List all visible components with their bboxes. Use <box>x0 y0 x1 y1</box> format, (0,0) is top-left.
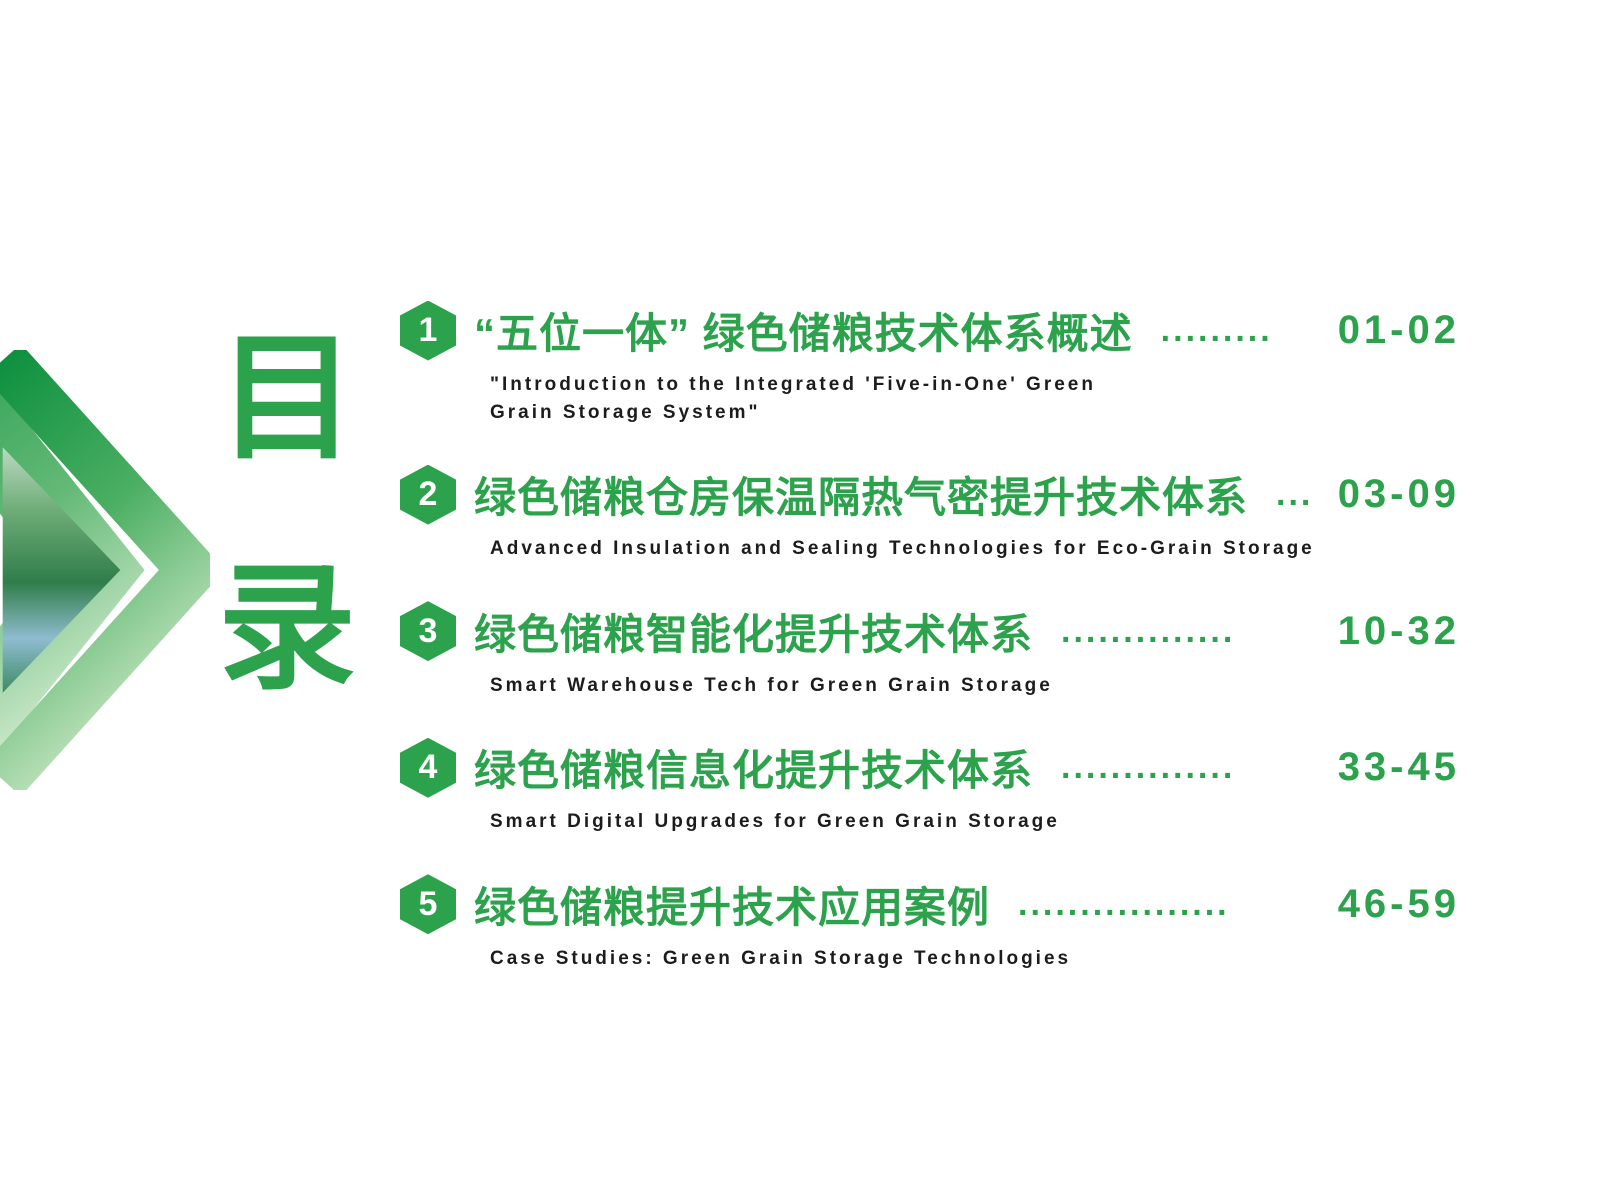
entry-leader-dots: ................. <box>1018 884 1230 923</box>
entry-title: 绿色储粮提升技术应用案例 <box>474 883 991 931</box>
entry-number: 1 <box>418 311 438 349</box>
entry-number-badge: 3 <box>400 601 456 662</box>
entry-number: 2 <box>418 475 438 514</box>
photo-thumbnail <box>2 447 121 693</box>
toc-entry-2[interactable]: 2 绿色储粮仓房保温隔热气密提升技术体系 ... 03-09 Advanced … <box>400 464 1460 563</box>
toc-title-char-1: 目 <box>218 322 357 476</box>
entry-leader-dots: ... <box>1276 475 1314 514</box>
entry-number-badge: 5 <box>400 874 456 935</box>
entry-title: 绿色储粮智能化提升技术体系 <box>474 610 1034 658</box>
entry-subtitle: "Introduction to the Integrated 'Five-in… <box>490 374 1096 423</box>
entry-leader-dots: .............. <box>1061 748 1236 787</box>
entry-head: 3 绿色储粮智能化提升技术体系 .............. 10-32 <box>400 601 1460 662</box>
entry-number-badge: 1 <box>400 300 456 361</box>
entry-head: 2 绿色储粮仓房保温隔热气密提升技术体系 ... 03-09 <box>400 464 1460 525</box>
entry-page-range: 46-59 <box>1337 881 1460 926</box>
toc-entry-5[interactable]: 5 绿色储粮提升技术应用案例 ................. 46-59 C… <box>400 874 1460 973</box>
entry-number: 4 <box>418 748 438 787</box>
entry-subtitle: Smart Warehouse Tech for Green Grain Sto… <box>490 674 1053 696</box>
entry-subtitle: Case Studies: Green Grain Storage Techno… <box>490 947 1072 969</box>
toc-title-char-2: 录 <box>218 552 357 706</box>
chevron-band-arrow <box>0 350 210 790</box>
toc-entry-3[interactable]: 3 绿色储粮智能化提升技术体系 .............. 10-32 Sma… <box>400 601 1460 700</box>
entry-head: 5 绿色储粮提升技术应用案例 ................. 46-59 <box>400 874 1460 935</box>
entry-leader-dots: .............. <box>1061 611 1236 650</box>
entry-head: 4 绿色储粮信息化提升技术体系 .............. 33-45 <box>400 737 1460 798</box>
entry-number: 3 <box>418 611 438 650</box>
entry-page-range: 33-45 <box>1337 745 1460 790</box>
toc-entry-4[interactable]: 4 绿色储粮信息化提升技术体系 .............. 33-45 Sma… <box>400 737 1460 836</box>
toc-list: 1 “五位一体” 绿色储粮技术体系概述 ......... 01-02 "Int… <box>400 300 1460 1010</box>
entry-page-range: 01-02 <box>1337 308 1460 352</box>
entry-page-range: 10-32 <box>1337 608 1460 653</box>
entry-title: 绿色储粮仓房保温隔热气密提升技术体系 <box>474 474 1249 522</box>
toc-title-vertical: 目 录 <box>218 322 357 706</box>
entry-number: 5 <box>418 884 438 923</box>
entry-number-badge: 2 <box>400 464 456 525</box>
entry-page-range: 03-09 <box>1337 472 1460 517</box>
entry-leader-dots: ......... <box>1160 311 1273 349</box>
entry-title: “五位一体” 绿色储粮技术体系概述 <box>474 310 1133 357</box>
toc-entry-1[interactable]: 1 “五位一体” 绿色储粮技术体系概述 ......... 01-02 "Int… <box>400 300 1460 426</box>
entry-number-badge: 4 <box>400 737 456 798</box>
entry-title: 绿色储粮信息化提升技术体系 <box>474 747 1034 795</box>
entry-subtitle: Smart Digital Upgrades for Green Grain S… <box>490 811 1060 833</box>
left-chevron-decoration <box>0 350 210 790</box>
entry-subtitle: Advanced Insulation and Sealing Technolo… <box>490 538 1315 560</box>
entry-head: 1 “五位一体” 绿色储粮技术体系概述 ......... 01-02 <box>400 300 1460 361</box>
